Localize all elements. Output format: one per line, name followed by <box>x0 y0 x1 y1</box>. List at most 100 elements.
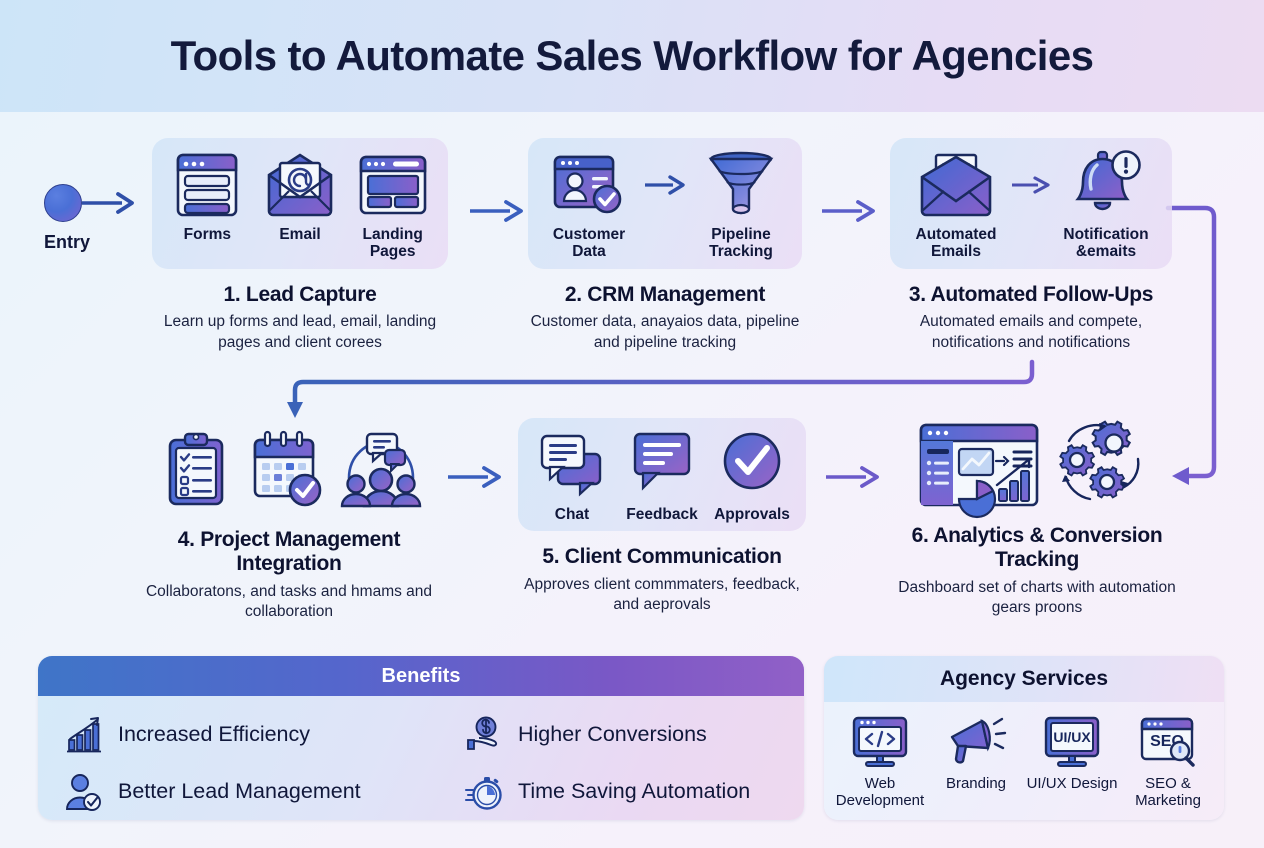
service-item-branding: Branding <box>930 712 1022 810</box>
step-6-title: 6. Analytics & Conversion Tracking <box>911 524 1163 572</box>
icon-caption: Approvals <box>714 506 790 523</box>
email-envelope-at-icon <box>263 148 337 222</box>
step-5-title: 5. Client Communication <box>542 545 782 569</box>
icon-team-collaboration <box>338 432 424 508</box>
icon-feedback: Feedback <box>620 428 704 523</box>
step-3-title: 3. Automated Follow-Ups <box>908 282 1154 306</box>
calendar-check-icon <box>249 430 329 507</box>
icon-caption: Chat <box>554 506 590 523</box>
user-check-icon <box>64 772 104 812</box>
service-item-seo-marketing: SEO SEO & Marketing <box>1122 712 1214 810</box>
connector-arrowhead-down <box>287 402 303 418</box>
seo-search-icon: SEO <box>1136 712 1200 772</box>
analytics-dashboard-icon <box>917 423 1041 519</box>
icon-automation-gears <box>1049 420 1159 502</box>
open-envelope-letter-icon <box>916 148 996 222</box>
step-6: 6. Analytics & Conversion Tracking Dashb… <box>896 418 1178 619</box>
benefits-panel: Benefits Increased Efficiency <box>38 656 804 820</box>
step-4: 4. Project Management Integration Collab… <box>142 422 436 623</box>
icon-approvals: Approvals <box>710 428 794 523</box>
arrow-within-step3 <box>1010 148 1052 222</box>
bell-alert-icon <box>1069 148 1143 222</box>
icon-caption: Pipeline Tracking <box>709 226 773 261</box>
service-item-uiux-design: UI/UX UI/UX Design <box>1026 712 1118 810</box>
icon-calendar-check <box>246 430 332 507</box>
icon-customer-data: Customer Data <box>541 148 637 261</box>
step-1-icon-group: Forms <box>152 138 448 269</box>
step-3: Automated Emails <box>890 138 1172 353</box>
icon-chat: Chat <box>530 428 614 523</box>
icon-email-envelope: Email <box>257 148 344 243</box>
step-1: Forms <box>152 138 448 353</box>
arrow-step2-to-step3 <box>822 198 876 224</box>
icon-caption: Notification &emaits <box>1063 226 1149 261</box>
icon-pipeline-funnel: Pipeline Tracking <box>693 148 789 261</box>
icon-caption: Customer Data <box>552 226 626 261</box>
benefit-item-higher-conversions: Higher Conversions <box>464 706 804 763</box>
money-hand-icon <box>464 715 504 755</box>
page-title: Tools to Automate Sales Workflow for Age… <box>170 32 1094 79</box>
megaphone-icon <box>944 712 1008 772</box>
icon-automated-emails: Automated Emails <box>908 148 1004 261</box>
svg-text:UI/UX: UI/UX <box>1053 729 1091 745</box>
icon-caption: Landing Pages <box>362 226 423 261</box>
icon-notification-bell: Notification &emaits <box>1058 148 1154 261</box>
benefit-item-time-saving-automation: Time Saving Automation <box>464 763 804 820</box>
step-4-icon-group <box>142 422 436 514</box>
benefit-item-increased-efficiency: Increased Efficiency <box>64 706 464 763</box>
services-row: Web Development Branding <box>824 702 1224 810</box>
icon-caption: Automated Emails <box>915 226 997 261</box>
icon-caption: Email <box>279 226 321 243</box>
growth-bar-chart-icon <box>64 715 104 755</box>
services-heading: Agency Services <box>824 656 1224 702</box>
step-1-title: 1. Lead Capture <box>223 282 377 306</box>
step-2-desc: Customer data, anayaios data, pipeline a… <box>530 313 800 351</box>
code-monitor-icon <box>848 712 912 772</box>
service-label: SEO & Marketing <box>1135 775 1201 810</box>
service-label: Branding <box>945 775 1007 792</box>
benefit-label: Better Lead Management <box>118 779 361 803</box>
service-item-web-development: Web Development <box>834 712 926 810</box>
landing-page-icon <box>357 148 429 222</box>
service-label: UI/UX Design <box>1026 775 1118 792</box>
icon-analytics-dashboard <box>915 423 1043 519</box>
uiux-monitor-icon: UI/UX <box>1040 712 1104 772</box>
step-6-icon-group <box>896 418 1178 519</box>
entry-arrow-icon <box>82 192 134 214</box>
step-2: Customer Data <box>528 138 802 353</box>
feedback-bubble-icon <box>629 428 695 502</box>
circle-node-icon <box>44 184 82 222</box>
step-5: Chat Feedback <box>518 418 806 616</box>
agency-services-panel: Agency Services Web Development <box>824 656 1224 820</box>
team-collaboration-icon <box>339 432 423 508</box>
icon-caption: Feedback <box>626 506 698 523</box>
entry-node: Entry <box>44 184 134 274</box>
arrow-step5-to-step6 <box>826 464 880 490</box>
forms-window-icon <box>174 148 240 222</box>
benefit-label: Time Saving Automation <box>518 779 751 803</box>
entry-label: Entry <box>44 232 91 252</box>
step-5-icon-group: Chat Feedback <box>518 418 806 532</box>
step-4-desc: Collaboratons, and tasks and hmams and c… <box>145 582 433 621</box>
header-banner: Tools to Automate Sales Workflow for Age… <box>0 0 1264 112</box>
service-label: Web Development <box>835 775 925 810</box>
icon-forms-window: Forms <box>164 148 251 243</box>
benefits-grid: Increased Efficiency Higher Conversions <box>38 696 804 820</box>
step-6-desc: Dashboard set of charts with automation … <box>898 578 1176 617</box>
step-5-desc: Approves client commmaters, feedback, an… <box>524 575 800 614</box>
arrow-within-step2 <box>643 148 687 222</box>
customer-profile-check-icon <box>551 148 627 222</box>
chat-bubbles-icon <box>536 428 608 502</box>
step-4-title: 4. Project Management Integration <box>177 528 401 576</box>
arrow-step4-to-step5 <box>448 464 502 490</box>
icon-landing-page: Landing Pages <box>349 148 436 261</box>
step-2-title: 2. CRM Management <box>564 282 766 306</box>
connector-step3-to-step4 <box>292 359 1035 407</box>
flow-canvas: Entry <box>0 112 1264 848</box>
pipeline-funnel-icon <box>705 148 777 222</box>
step-2-icon-group: Customer Data <box>528 138 802 269</box>
benefit-label: Higher Conversions <box>518 722 707 746</box>
approval-check-circle-icon <box>719 428 785 502</box>
clipboard-checklist-icon <box>162 432 232 506</box>
